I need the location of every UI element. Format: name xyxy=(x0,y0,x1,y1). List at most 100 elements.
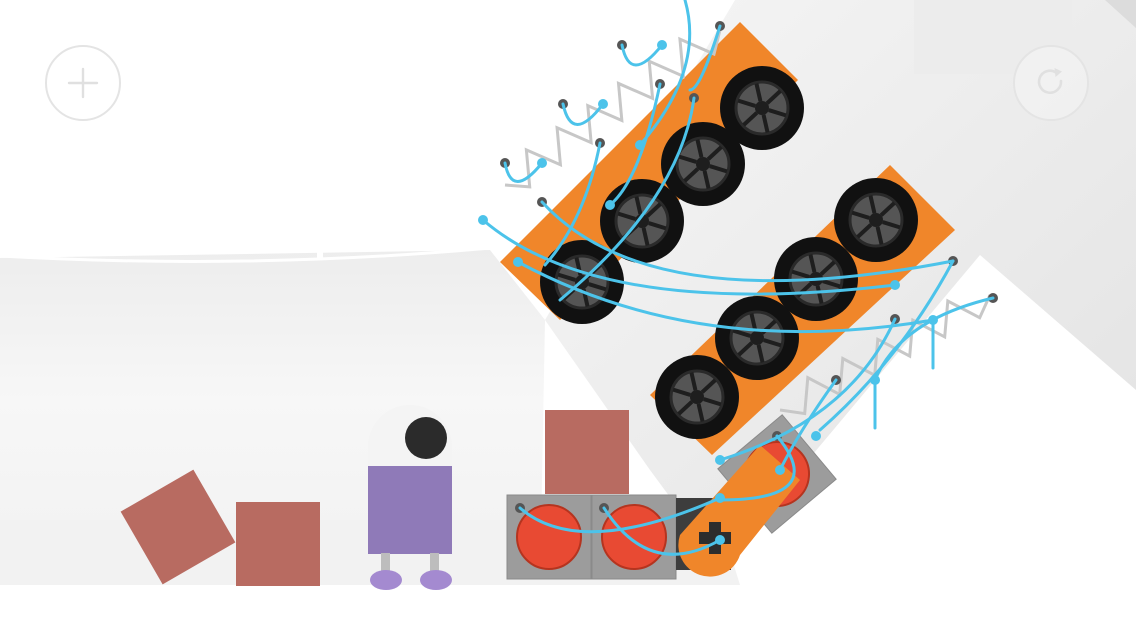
lower-arm-wheel-3[interactable] xyxy=(715,296,799,380)
wheel-spoke xyxy=(761,114,770,133)
wheel-spoke xyxy=(683,167,700,183)
wheel-center xyxy=(690,390,704,404)
ramp-edge xyxy=(1105,0,1136,28)
wheel-spoke xyxy=(768,108,787,118)
wheel-spoke xyxy=(763,338,782,348)
restart-button[interactable] xyxy=(1013,45,1089,121)
wire-end xyxy=(605,200,615,210)
wheel-center xyxy=(696,157,710,171)
wheel-center xyxy=(869,213,883,227)
wheel-spoke xyxy=(742,111,759,127)
wire-end xyxy=(478,215,488,225)
wheel-spoke xyxy=(875,226,884,245)
wheel-center xyxy=(750,331,764,345)
wheel-spoke xyxy=(641,227,650,246)
upper-arm-wheel-2[interactable] xyxy=(661,122,745,206)
wire-end xyxy=(537,158,547,168)
wheel-spoke xyxy=(645,202,662,218)
crate-floor[interactable] xyxy=(236,502,320,586)
wire xyxy=(516,260,935,334)
red-button[interactable] xyxy=(516,504,582,570)
wires xyxy=(478,0,998,556)
wheel-spoke xyxy=(882,220,901,230)
add-button[interactable] xyxy=(45,45,121,121)
wheel-spoke xyxy=(765,89,782,105)
robot-foot-right xyxy=(420,570,452,590)
motor-cross-icon xyxy=(699,522,731,554)
wheel-spoke xyxy=(703,397,722,407)
wire-end xyxy=(928,315,938,325)
wheel-spoke xyxy=(700,378,717,394)
wheel-spoke xyxy=(749,313,758,332)
wheel-spoke xyxy=(678,154,697,164)
wheel-spoke xyxy=(737,98,756,108)
wheel-spoke xyxy=(737,341,754,357)
wheel-spoke xyxy=(819,260,836,276)
wire-end xyxy=(811,431,821,441)
wheel-spoke xyxy=(689,372,698,391)
upper-arm-wheel-1[interactable] xyxy=(720,66,804,150)
wire xyxy=(481,218,897,296)
wire xyxy=(518,496,722,534)
wheel-spoke xyxy=(648,221,667,231)
crate-tilted[interactable] xyxy=(120,469,236,585)
wire-end xyxy=(715,535,725,545)
wire xyxy=(718,434,796,502)
wire xyxy=(688,24,722,92)
wheel-spoke xyxy=(879,201,896,217)
wheel-spoke xyxy=(868,195,877,214)
wheel-spoke xyxy=(557,272,576,282)
wheel-spoke xyxy=(756,344,765,363)
wheel-spoke xyxy=(672,387,691,397)
wire-end xyxy=(513,257,523,267)
rope-line xyxy=(0,246,491,263)
wire-end xyxy=(715,493,725,503)
wire-end xyxy=(890,280,900,290)
wheel-center xyxy=(635,214,649,228)
wire xyxy=(873,296,995,382)
wire xyxy=(561,102,605,126)
wheel-spoke xyxy=(677,400,694,416)
wire-end xyxy=(635,140,645,150)
wire xyxy=(718,317,897,462)
wire xyxy=(620,43,664,67)
wire-end xyxy=(870,375,880,385)
wheel-center xyxy=(755,101,769,115)
spring-chain-upper xyxy=(504,29,722,189)
robot-leg-right xyxy=(430,553,439,577)
wire-end xyxy=(775,465,785,475)
red-button[interactable] xyxy=(601,504,667,570)
wire-end xyxy=(715,455,725,465)
wheel-spoke xyxy=(702,170,711,189)
wheel-spoke xyxy=(695,139,704,158)
vehicle[interactable] xyxy=(478,0,998,580)
wire xyxy=(778,378,838,472)
wheel-spoke xyxy=(808,254,817,273)
robot[interactable] xyxy=(368,405,452,590)
wheel-spoke xyxy=(617,211,636,221)
wire xyxy=(602,506,722,556)
robot-body[interactable] xyxy=(368,466,452,554)
plus-icon xyxy=(67,67,99,99)
motor-joint[interactable] xyxy=(676,445,800,577)
wire xyxy=(638,0,692,147)
rope-knot xyxy=(317,244,323,258)
wheel-spoke xyxy=(754,83,763,102)
button-block-2[interactable] xyxy=(591,494,677,580)
wheel-spoke xyxy=(822,279,841,289)
crate-stacked[interactable] xyxy=(545,410,629,494)
lower-arm-wheel-1[interactable] xyxy=(834,178,918,262)
wheel-spoke xyxy=(588,282,607,292)
wheel-spoke xyxy=(815,285,824,304)
robot-leg-left xyxy=(381,553,390,577)
wire xyxy=(608,82,662,207)
wire xyxy=(543,141,602,267)
lower-arm-wheel-4[interactable] xyxy=(655,355,739,439)
wire xyxy=(503,161,544,183)
wheel-spoke xyxy=(851,210,870,220)
wheel-spoke xyxy=(856,223,873,239)
robot-foot-left xyxy=(370,570,402,590)
wheel-spoke xyxy=(696,403,705,422)
